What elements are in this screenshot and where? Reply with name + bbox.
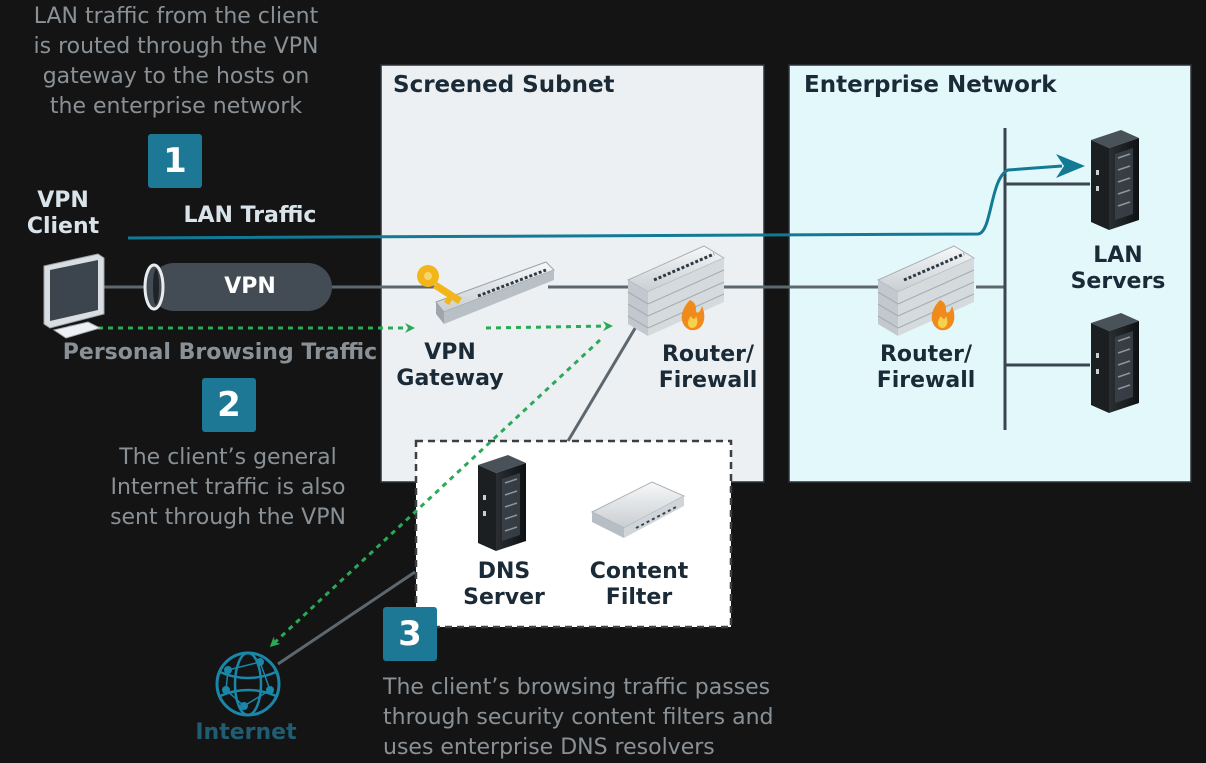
firewall-icon — [876, 245, 976, 336]
key-icon — [417, 265, 462, 305]
note-line: The client’s general — [119, 445, 337, 470]
note-line: LAN traffic from the client — [33, 4, 319, 29]
label-line: Filter — [605, 585, 673, 610]
note-line: is routed through the VPN — [33, 34, 319, 59]
server-rack-icon — [1091, 130, 1139, 230]
router-firewall-1-label: Router/ Firewall — [648, 342, 768, 394]
content-filter-label: Content Filter — [580, 559, 698, 611]
label-line: DNS — [477, 559, 531, 584]
label-line: VPN — [424, 340, 476, 365]
vpn-tunnel — [143, 263, 332, 311]
link-internet — [277, 570, 416, 666]
note-line: Internet traffic is also — [110, 475, 346, 500]
firewall-icon — [626, 245, 726, 336]
step1-note: LAN traffic from the client is routed th… — [18, 2, 334, 122]
router-firewall-2-label: Router/ Firewall — [866, 342, 986, 394]
label-line: Router/ — [661, 342, 755, 367]
lan-servers-label: LAN Servers — [1058, 243, 1178, 295]
label-line: Firewall — [876, 368, 976, 393]
step-badge-1: 1 — [148, 134, 202, 188]
globe-icon — [215, 651, 281, 717]
enterprise-network-title: Enterprise Network — [804, 72, 1057, 98]
dns-server-label: DNS Server — [450, 559, 558, 611]
personal-browsing-label: Personal Browsing Traffic — [62, 340, 378, 365]
label-line: Gateway — [396, 366, 504, 391]
step3-note: The client’s browsing traffic passes thr… — [383, 673, 813, 763]
lan-traffic-arrowhead — [1056, 154, 1085, 178]
note-line: gateway to the hosts on — [42, 64, 310, 89]
lan-traffic-label: LAN Traffic — [183, 203, 317, 228]
note-line: the enterprise network — [49, 94, 303, 119]
content-filter-icon — [590, 481, 686, 538]
vpn-client-label: VPN Client — [22, 188, 104, 240]
step2-note: The client’s general Internet traffic is… — [98, 443, 358, 533]
label-line: Content — [589, 559, 689, 584]
note-line: uses enterprise DNS resolvers — [383, 735, 715, 760]
link-router1-dns-zone — [566, 319, 642, 442]
vpn-gateway-device — [435, 261, 555, 324]
note-line: sent through the VPN — [110, 505, 346, 530]
monitor-icon — [43, 253, 105, 339]
label-line: Router/ — [879, 342, 973, 367]
label-line: VPN — [37, 188, 89, 213]
step-badge-2: 2 — [202, 378, 256, 432]
screened-subnet-title: Screened Subnet — [393, 72, 615, 98]
label-line: Servers — [1070, 269, 1166, 294]
label-line: Firewall — [658, 368, 758, 393]
server-rack-icon — [1091, 313, 1139, 413]
server-rack-icon — [478, 455, 526, 551]
note-line: The client’s browsing traffic passes — [383, 675, 771, 700]
browsing-path-to-router — [485, 321, 613, 332]
internet-label: Internet — [195, 720, 297, 745]
browsing-path-to-internet — [269, 338, 602, 648]
vpn-tunnel-label: VPN — [224, 274, 276, 299]
dns-filter-zone — [414, 439, 733, 629]
note-line: through security content filters and — [383, 705, 774, 730]
label-line: LAN — [1093, 243, 1143, 268]
label-line: Server — [463, 585, 545, 610]
lan-traffic-path — [127, 164, 1063, 240]
vpn-gateway-label: VPN Gateway — [388, 340, 512, 392]
label-line: Client — [26, 214, 100, 239]
step-badge-3: 3 — [383, 607, 437, 661]
